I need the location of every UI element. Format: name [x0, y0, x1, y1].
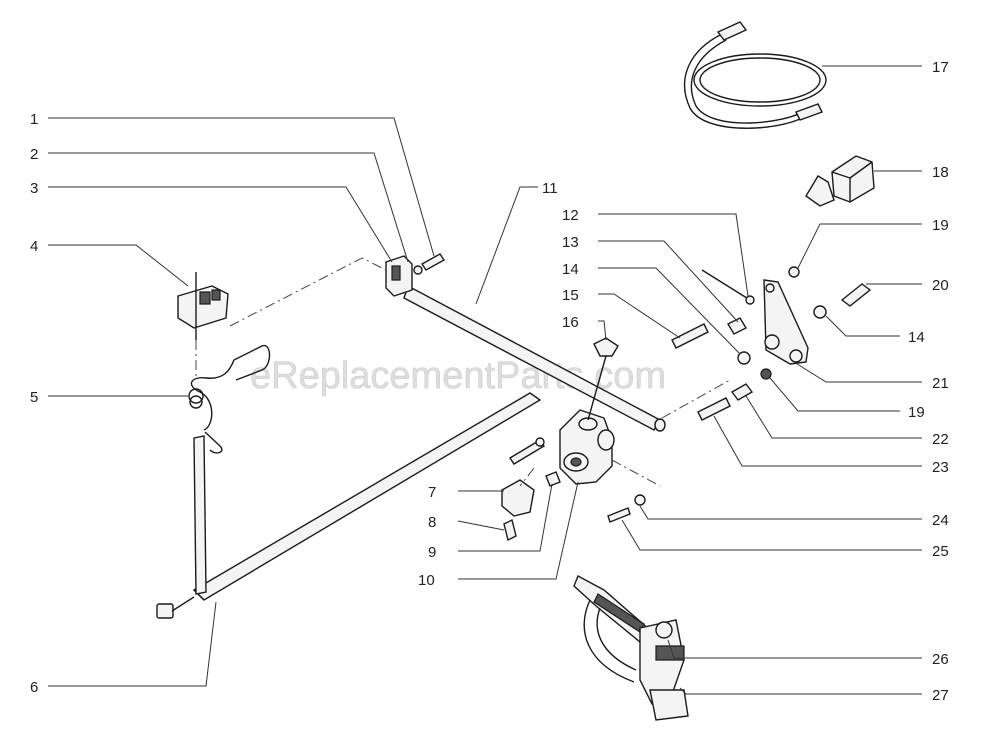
- centerline-a: [229, 257, 387, 327]
- spray-gun: [573, 575, 689, 721]
- callout-14: 14: [562, 261, 579, 278]
- callout-27: 27: [932, 687, 949, 704]
- hose-17: [683, 21, 827, 129]
- callout-19: 19: [932, 217, 949, 234]
- callout-7: 7: [428, 484, 436, 501]
- callout-20: 20: [932, 277, 949, 294]
- screw-1: [413, 253, 446, 275]
- callout-16: 16: [562, 314, 579, 331]
- end-cap: [156, 603, 174, 619]
- bolt-23: [697, 397, 731, 421]
- callout-2: 2: [30, 146, 38, 163]
- nut-14: [737, 351, 751, 365]
- callout-15: 15: [562, 287, 579, 304]
- bracket-4: [177, 272, 229, 340]
- callout-4: 4: [30, 238, 38, 255]
- screw-25: [607, 507, 631, 523]
- callout-25: 25: [932, 543, 949, 560]
- bracket-3: [385, 255, 413, 297]
- callout-9: 9: [428, 544, 436, 561]
- callout-26: 26: [932, 651, 949, 668]
- callout-5: 5: [30, 389, 38, 406]
- screw-20: [840, 283, 872, 307]
- bolt-15: [671, 323, 709, 349]
- callout-22: 22: [932, 431, 949, 448]
- callout-19b: 19: [908, 404, 925, 421]
- callout-24: 24: [932, 512, 949, 529]
- callout-21: 21: [932, 375, 949, 392]
- callout-17: 17: [932, 59, 949, 76]
- clamp-7: [501, 479, 535, 517]
- knob-16: [587, 337, 619, 421]
- callout-18: 18: [932, 164, 949, 181]
- adapter-18: [805, 155, 875, 207]
- spacer-22: [730, 383, 754, 401]
- nut-9: [545, 471, 561, 487]
- bottom-bar: [192, 392, 542, 601]
- callout-13: 13: [562, 234, 579, 251]
- callout-8: 8: [428, 514, 436, 531]
- washer-19: [788, 266, 800, 278]
- callout-10: 10: [418, 572, 435, 589]
- callout-1: 1: [30, 111, 38, 128]
- callout-6: 6: [30, 679, 38, 696]
- callout-labels: 1 2 3 4 5 6 7 8 9 10 11 12 13 14 15 16 1…: [30, 59, 949, 704]
- screw-8: [503, 518, 517, 542]
- gun-holder: [501, 337, 661, 542]
- callout-3: 3: [30, 180, 38, 197]
- vertical-post: [193, 435, 207, 595]
- callout-23: 23: [932, 459, 949, 476]
- washer-24: [634, 494, 646, 506]
- callout-14b: 14: [908, 329, 925, 346]
- leader-lines: [48, 65, 922, 695]
- spring-hook: [190, 345, 271, 454]
- watermark: eReplacementParts.com: [250, 355, 666, 397]
- linkage: [661, 266, 872, 421]
- callout-12: 12: [562, 207, 579, 224]
- callout-11: 11: [542, 180, 558, 197]
